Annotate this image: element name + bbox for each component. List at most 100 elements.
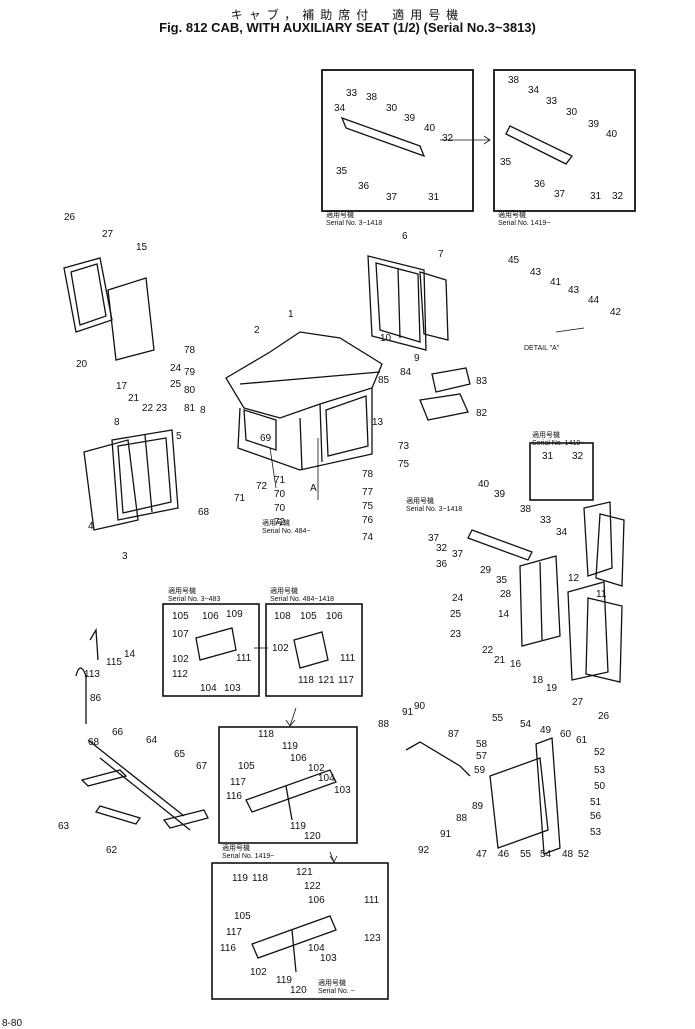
part-callout: 63 — [58, 821, 70, 832]
part-callout: 76 — [362, 515, 374, 526]
floor-mat-drawing — [419, 367, 471, 421]
part-callout: 57 — [476, 751, 488, 762]
part-callout: 90 — [414, 701, 426, 712]
part-callout: 121 — [318, 675, 335, 686]
part-callout: 13 — [372, 417, 384, 428]
part-callout: 105 — [234, 911, 251, 922]
part-callout: 79 — [184, 367, 196, 378]
part-callout: 66 — [112, 727, 124, 738]
part-callout: A — [310, 483, 317, 494]
part-callout: 12 — [568, 573, 580, 584]
part-callout: 56 — [590, 811, 602, 822]
part-callout: 52 — [594, 747, 606, 758]
part-callout: 36 — [534, 179, 546, 190]
inset-box-top-right — [493, 69, 636, 212]
part-callout: 61 — [576, 735, 588, 746]
part-callout: 31 — [542, 451, 554, 462]
inset-box-lower-left — [162, 603, 260, 697]
part-callout: 75 — [398, 459, 410, 470]
part-callout: 106 — [326, 611, 343, 622]
part-callout: 38 — [508, 75, 520, 86]
part-callout: 118 — [298, 675, 314, 686]
part-callout: 27 — [102, 229, 114, 240]
part-callout: 37 — [428, 533, 440, 544]
part-callout: 102 — [250, 967, 267, 978]
part-callout: 62 — [106, 845, 118, 856]
caption-serial: 適用号機 Serial No. 3~1418 — [406, 498, 463, 513]
part-callout: 55 — [520, 849, 532, 860]
part-callout: 1 — [288, 309, 294, 320]
inset-box-bottom — [211, 862, 389, 1000]
part-callout: 7 — [438, 249, 444, 260]
right-door-drawing — [519, 501, 625, 683]
inset-box-lower-mid — [265, 603, 363, 697]
rear-window-frame-drawing — [63, 257, 155, 361]
part-callout: 55 — [492, 713, 504, 724]
part-callout: 39 — [404, 113, 416, 124]
part-callout: 121 — [296, 867, 313, 878]
part-callout: 18 — [532, 675, 544, 686]
part-callout: 11 — [596, 589, 607, 600]
part-callout: 6 — [402, 231, 408, 242]
part-callout: 111 — [364, 895, 380, 906]
part-callout: 15 — [136, 242, 148, 253]
part-callout: 102 — [272, 643, 289, 654]
part-callout: 35 — [336, 166, 348, 177]
part-callout: 88 — [378, 719, 390, 730]
part-callout: 70 — [274, 489, 286, 500]
part-callout: 72 — [256, 481, 268, 492]
part-callout: 40 — [478, 479, 490, 490]
part-callout: 120 — [304, 831, 321, 842]
part-callout: 75 — [362, 501, 374, 512]
caption-serial: 適用号機 Serial No. 3~483 — [168, 588, 221, 603]
part-callout: 80 — [184, 385, 196, 396]
part-callout: 104 — [308, 943, 325, 954]
part-callout: 30 — [386, 103, 398, 114]
part-callout: 89 — [472, 801, 484, 812]
caption-detail-a: DETAIL "A" — [524, 345, 560, 352]
part-callout: 33 — [346, 88, 358, 99]
part-callout: 23 — [450, 629, 462, 640]
part-callout: 70 — [274, 503, 286, 514]
part-callout: 119 — [276, 975, 292, 986]
part-callout: 83 — [476, 376, 488, 387]
part-callout: 25 — [170, 379, 182, 390]
part-callout: 31 — [590, 191, 602, 202]
part-callout: 116 — [226, 791, 242, 802]
part-callout: 33 — [546, 96, 558, 107]
part-callout: 5 — [176, 431, 182, 442]
part-callout: 28 — [500, 589, 512, 600]
left-door-drawing — [83, 429, 179, 531]
seat-frame-drawing — [75, 627, 209, 831]
part-callout: 115 — [106, 657, 122, 668]
part-callout: 82 — [476, 408, 488, 419]
part-callout: 2 — [254, 325, 260, 336]
part-callout: 35 — [496, 575, 508, 586]
part-callout: 103 — [334, 785, 351, 796]
part-callout: 20 — [76, 359, 88, 370]
part-callout: 84 — [400, 367, 412, 378]
part-callout: 81 — [184, 403, 196, 414]
part-callout: 32 — [442, 133, 454, 144]
part-callout: 71 — [234, 493, 246, 504]
part-callout: 123 — [364, 933, 381, 944]
figure-title: Fig. 812 CAB, WITH AUXILIARY SEAT (1/2) … — [159, 20, 536, 35]
auxiliary-seat-drawing — [340, 116, 573, 855]
part-callout: 36 — [436, 559, 448, 570]
part-callout: 106 — [202, 611, 219, 622]
part-callout: 68 — [88, 737, 100, 748]
part-callout: 43 — [568, 285, 580, 296]
part-callout: 33 — [540, 515, 552, 526]
part-callout: 26 — [64, 212, 76, 223]
part-callout: 3 — [122, 551, 128, 562]
caption-serial: 適用号機 Serial No. 484~1418 — [270, 588, 335, 603]
part-callout: 8 — [200, 405, 206, 416]
part-callout: 17 — [116, 381, 128, 392]
caption-serial: 適用号機 Serial No. ~ — [318, 980, 355, 995]
part-callout: 118 — [258, 729, 274, 740]
part-callout: 24 — [170, 363, 182, 374]
part-callout: 92 — [418, 845, 430, 856]
part-callout: 117 — [226, 927, 242, 938]
part-callout: 119 — [290, 821, 306, 832]
part-callout: 39 — [494, 489, 506, 500]
